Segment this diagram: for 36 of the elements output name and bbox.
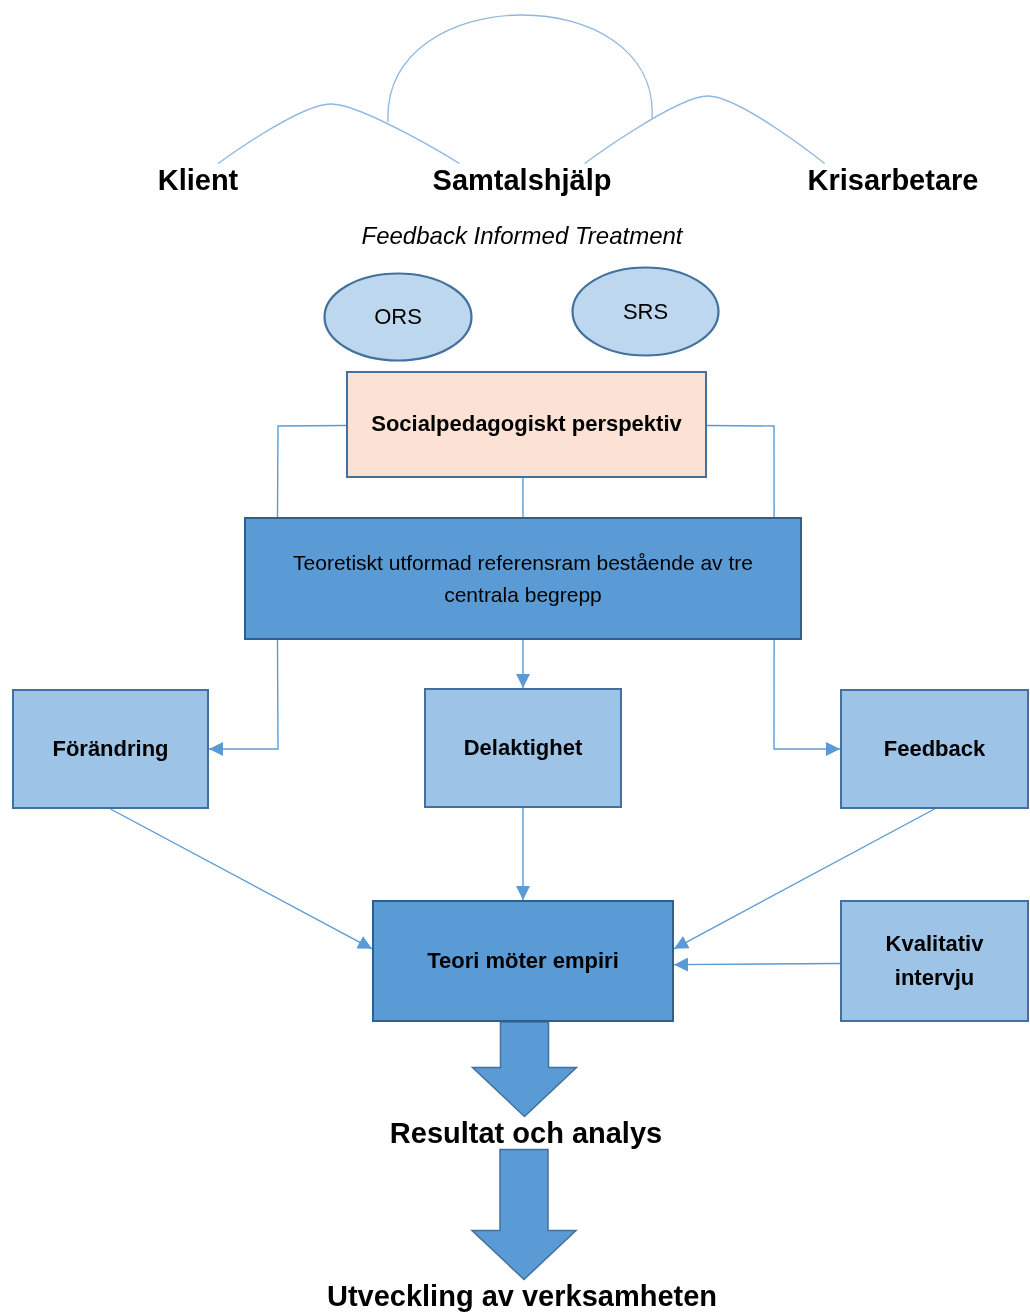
box-label: Förändring xyxy=(52,734,169,763)
arrow xyxy=(208,639,279,756)
box-label: Delaktighet xyxy=(463,733,583,762)
framework-box xyxy=(244,517,802,640)
box-label: Socialpedagogiskt perspektiv xyxy=(371,410,682,439)
arc-connector xyxy=(217,103,461,165)
block-arrow xyxy=(470,1148,578,1281)
box-label: Teoretiskt utformad referensram bestående av tre centrala begrepp xyxy=(292,550,754,608)
heading-text: Samtalshjälp xyxy=(432,163,612,197)
heading-text: Resultat och analys xyxy=(389,1116,663,1150)
box-label: Feedback xyxy=(883,734,986,763)
block-arrow xyxy=(470,1021,579,1118)
arrow xyxy=(109,808,373,950)
concept-box xyxy=(12,689,209,809)
arrow xyxy=(773,639,841,756)
arrow xyxy=(516,639,530,689)
arrow xyxy=(673,957,841,972)
box-label: Kvalitativ intervju xyxy=(884,929,985,992)
heading-text: Krisarbetare xyxy=(807,163,979,197)
ellipse-label: SRS xyxy=(622,298,669,325)
connector-line xyxy=(706,424,775,518)
concept-box xyxy=(424,688,622,808)
concept-box xyxy=(840,689,1029,809)
connector-line xyxy=(522,477,524,518)
perspective-box xyxy=(346,371,707,478)
process-box xyxy=(372,900,674,1022)
heading-text: Utveckling av verksamheten xyxy=(326,1279,718,1313)
arrow xyxy=(673,808,936,950)
connector-line xyxy=(276,424,347,518)
box-label: Teori möter empiri xyxy=(427,946,619,975)
arrow xyxy=(516,807,530,901)
method-box xyxy=(840,900,1029,1022)
heading-text: Klient xyxy=(157,163,239,197)
arc-connector xyxy=(583,95,826,165)
subtitle-text: Feedback Informed Treatment xyxy=(361,222,683,250)
ellipse-label: ORS xyxy=(374,304,422,330)
